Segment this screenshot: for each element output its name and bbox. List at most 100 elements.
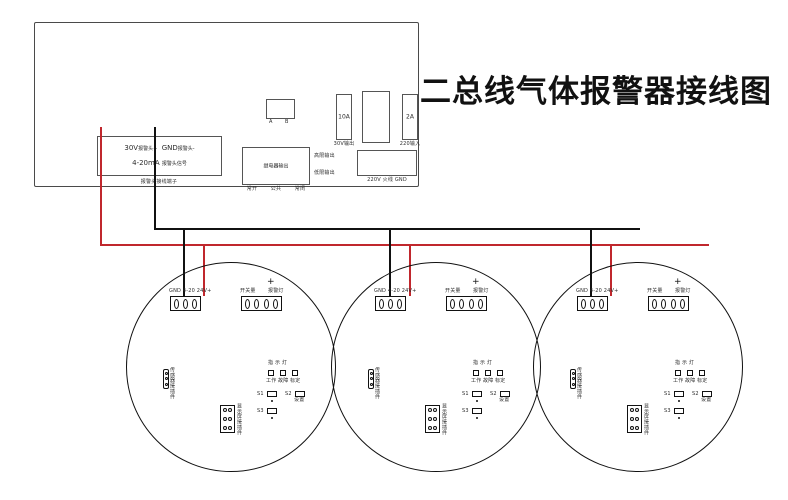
indicator-title: 指 示 灯 bbox=[473, 360, 493, 366]
fuse-2a-caption: 220输入 bbox=[399, 141, 421, 147]
display-pin-header[interactable] bbox=[627, 405, 642, 433]
terminal-current: 4-20mA bbox=[132, 159, 160, 167]
switch-s3-dot bbox=[271, 417, 273, 419]
switch-label-s3: S3 bbox=[664, 408, 671, 414]
switch-label-s3: S3 bbox=[462, 408, 469, 414]
wire-black-drop-2 bbox=[389, 228, 391, 296]
wire-black-riser bbox=[154, 127, 156, 229]
display-connector-label: 显示屏接插件 bbox=[236, 403, 242, 436]
led-label-work: 工作 bbox=[673, 378, 684, 384]
display-pin-header[interactable] bbox=[220, 405, 235, 433]
led-label-fault: 故障 bbox=[483, 378, 494, 384]
relay-pin-nc: 常闭 bbox=[294, 186, 306, 192]
alarm-lamp-label: 报警灯 bbox=[268, 288, 284, 294]
switch-s1-dot bbox=[476, 400, 478, 402]
relay-output-box: 继电器输出 bbox=[242, 147, 310, 185]
sensor-connector[interactable] bbox=[368, 369, 374, 389]
detector-module-2[interactable]: GND 4-20 24V+ + 开关量 报警灯 传感器接插件 显示屏接插件 指 … bbox=[331, 262, 541, 472]
switch-s1[interactable] bbox=[674, 391, 684, 397]
terminal-box-caption: 报警头接线端子 bbox=[140, 179, 178, 185]
sensor-connector-label: 传感器接插件 bbox=[374, 367, 380, 400]
switch-label-s3: S3 bbox=[257, 408, 264, 414]
terminal-neg-label: 报警头- bbox=[177, 146, 195, 152]
power-terminal-block[interactable] bbox=[577, 296, 608, 311]
led-label-calib: 标定 bbox=[495, 378, 506, 384]
sensor-connector[interactable] bbox=[163, 369, 169, 389]
detector-module-3[interactable]: GND 4-20 24V+ + 开关量 报警灯 传感器接插件 显示屏接插件 指 … bbox=[533, 262, 743, 472]
power-terminal-label: GND 4-20 24V+ bbox=[169, 288, 212, 294]
power-terminal-block[interactable] bbox=[170, 296, 201, 311]
switch-label-s2: S2 bbox=[490, 391, 497, 397]
sensor-connector-label: 传感器接插件 bbox=[576, 367, 582, 400]
switch-s2[interactable] bbox=[702, 391, 712, 397]
led-label-work: 工作 bbox=[266, 378, 277, 384]
terminal-voltage: 30V bbox=[124, 144, 139, 152]
switch-label-s1: S1 bbox=[257, 391, 264, 397]
indicator-leds bbox=[473, 370, 503, 376]
signal-terminal-block[interactable] bbox=[446, 296, 487, 311]
wire-black-bus bbox=[154, 228, 640, 230]
sensor-connector[interactable] bbox=[570, 369, 576, 389]
led-label-fault: 故障 bbox=[278, 378, 289, 384]
polarity-plus-label: + bbox=[267, 277, 275, 287]
detector-housing bbox=[126, 262, 336, 472]
switch-s1-dot bbox=[271, 400, 273, 402]
wire-red-bus bbox=[100, 244, 709, 246]
fuse-10a-caption: 30V输出 bbox=[333, 141, 355, 147]
indicator-title: 指 示 灯 bbox=[675, 360, 695, 366]
switch-s3-dot bbox=[678, 417, 680, 419]
switch-s2-set-label: 设置 bbox=[499, 397, 510, 403]
switch-s2[interactable] bbox=[500, 391, 510, 397]
signal-terminal-block[interactable] bbox=[241, 296, 282, 311]
ab-label-b: B bbox=[285, 119, 289, 125]
detector-module-1[interactable]: GND 4-20 24V+ + 开关量 报警灯 传感器接插件 显示屏接插件 指 … bbox=[126, 262, 336, 472]
power-terminal-label: GND 4-20 24V+ bbox=[374, 288, 417, 294]
switch-s3[interactable] bbox=[267, 408, 277, 414]
relay-output-title: 继电器输出 bbox=[263, 163, 289, 170]
switch-s3-dot bbox=[476, 417, 478, 419]
mains-input-caption: 220V 火线 GND bbox=[367, 177, 407, 183]
alarm-lamp-label: 报警灯 bbox=[675, 288, 691, 294]
alarm-head-terminal-box: 30V报警头+ GND报警头- 4-20mA 报警头信号 bbox=[97, 136, 222, 176]
fuse-2a: 2A bbox=[402, 94, 418, 140]
indicator-leds bbox=[268, 370, 298, 376]
display-connector-label: 显示屏接插件 bbox=[643, 403, 649, 436]
terminal-line-2: 4-20mA 报警头信号 bbox=[132, 159, 187, 167]
led-label-fault: 故障 bbox=[685, 378, 696, 384]
fuse-10a-rating: 10A bbox=[338, 113, 350, 121]
ab-terminal-box bbox=[266, 99, 295, 119]
power-terminal-block[interactable] bbox=[375, 296, 406, 311]
led-label-calib: 标定 bbox=[290, 378, 301, 384]
ab-label-a: A bbox=[269, 119, 273, 125]
mains-input-box bbox=[357, 150, 417, 176]
switch-s2-set-label: 设置 bbox=[701, 397, 712, 403]
alarm-lamp-label: 报警灯 bbox=[473, 288, 489, 294]
sensor-connector-label: 传感器接插件 bbox=[169, 367, 175, 400]
switch-label-s1: S1 bbox=[664, 391, 671, 397]
wire-black-drop-1 bbox=[183, 228, 185, 296]
switch-s3[interactable] bbox=[472, 408, 482, 414]
switch-s3[interactable] bbox=[674, 408, 684, 414]
relay-pin-no: 常开 bbox=[246, 186, 258, 192]
switch-s2-set-label: 设置 bbox=[294, 397, 305, 403]
switch-label-s2: S2 bbox=[285, 391, 292, 397]
polarity-plus-label: + bbox=[674, 277, 682, 287]
signal-terminal-block[interactable] bbox=[648, 296, 689, 311]
display-pin-header[interactable] bbox=[425, 405, 440, 433]
switch-output-label: 开关量 bbox=[445, 288, 461, 294]
controller-panel: 30V报警头+ GND报警头- 4-20mA 报警头信号 报警头接线端子 A B… bbox=[34, 22, 421, 192]
switch-s2[interactable] bbox=[295, 391, 305, 397]
switch-s1-dot bbox=[678, 400, 680, 402]
terminal-signal-label: 报警头信号 bbox=[161, 161, 187, 167]
relay-low-output-label: 低限输出 bbox=[314, 170, 335, 176]
detector-housing bbox=[331, 262, 541, 472]
indicator-leds bbox=[675, 370, 705, 376]
switch-output-label: 开关量 bbox=[240, 288, 256, 294]
polarity-plus-label: + bbox=[472, 277, 480, 287]
switch-s1[interactable] bbox=[472, 391, 482, 397]
switch-label-s1: S1 bbox=[462, 391, 469, 397]
switch-s1[interactable] bbox=[267, 391, 277, 397]
switch-output-label: 开关量 bbox=[647, 288, 663, 294]
power-terminal-label: GND 4-20 24V+ bbox=[576, 288, 619, 294]
